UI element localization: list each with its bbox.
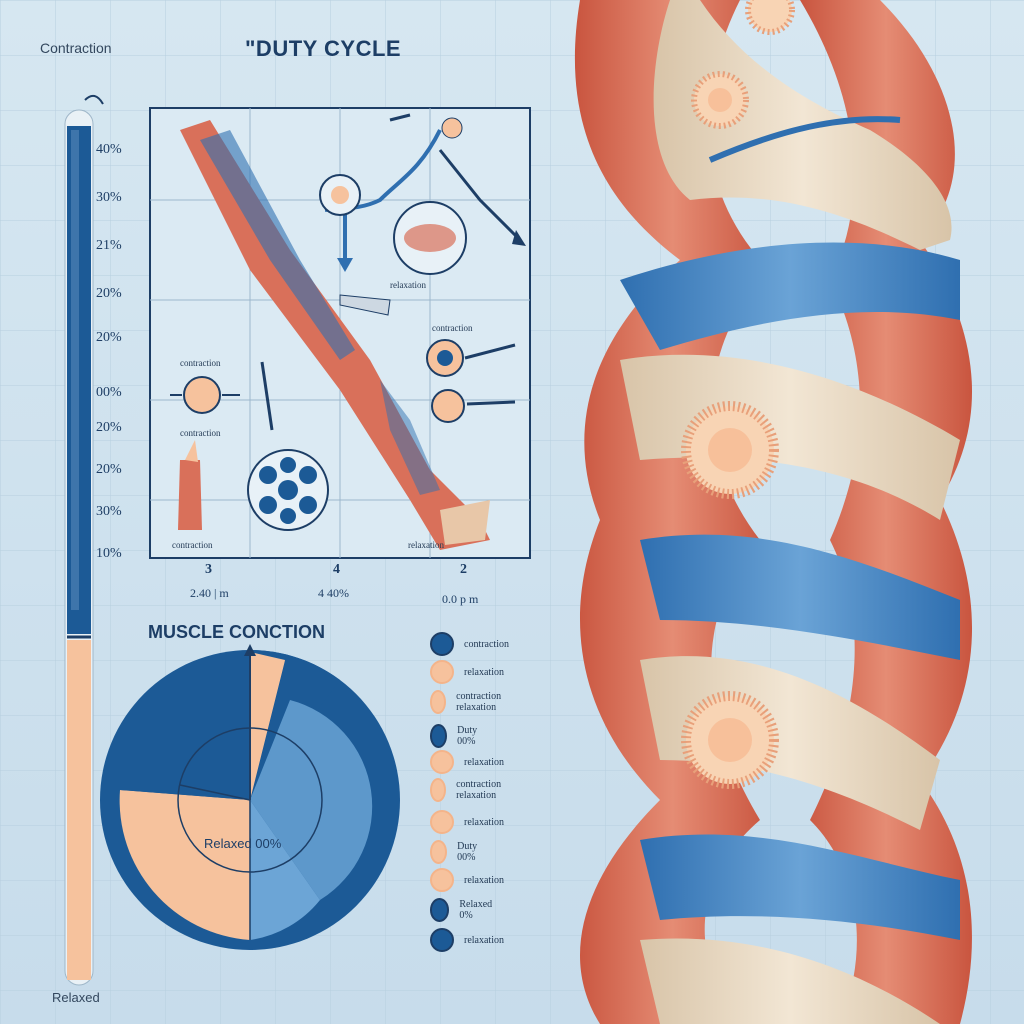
legend-label: Duty 00% (457, 841, 478, 863)
legend-item: Duty 00% (430, 724, 484, 748)
scale-tick: 10% (96, 546, 122, 561)
legend-item: contraction relaxation (430, 690, 509, 714)
muscle-fiber-node (691, 71, 749, 129)
muscle-fiber-node (745, 0, 795, 35)
x-axis-sublabel: 4 40% (318, 586, 349, 600)
legend-swatch (430, 868, 454, 892)
duty-scale-bar (64, 94, 104, 986)
legend-label: relaxation (464, 934, 504, 946)
legend-item: relaxation (430, 810, 504, 834)
scale-tick: 20% (96, 330, 122, 345)
relaxed-label: Relaxed (52, 990, 100, 1005)
legend-swatch (430, 898, 450, 922)
scale-tick: 20% (96, 286, 122, 301)
scale-tick: 20% (96, 462, 122, 477)
legend-label: contraction relaxation (456, 691, 502, 713)
section-title: MUSCLE CONCTION (148, 622, 325, 642)
legend-label: relaxation (464, 666, 504, 678)
scale-relaxed-fill (67, 640, 91, 980)
page-title: "DUTY CYCLE (245, 36, 402, 61)
legend-label: contraction (464, 638, 509, 650)
chart-label-contraction: contraction (180, 428, 221, 438)
duty-pie-chart (100, 644, 400, 950)
x-axis-number: 2 (460, 562, 467, 577)
legend-label: relaxation (464, 874, 504, 886)
pie-center-label: Relaxed 00% (204, 836, 282, 851)
legend-label: contraction relaxation (456, 779, 502, 801)
x-axis-number: 3 (205, 562, 212, 577)
legend-item: relaxation (430, 928, 504, 952)
legend-swatch (430, 840, 448, 864)
chart-label-relaxation: relaxation (408, 540, 444, 550)
braided-muscle-illustration (574, 0, 973, 1024)
legend-swatch (430, 632, 454, 656)
x-axis-sublabel: 0.0 p m (442, 592, 479, 606)
muscle-fiber-node (681, 691, 779, 789)
legend-item: contraction (430, 632, 509, 656)
legend-label: Relaxed 0% (459, 899, 493, 921)
legend-item: contraction relaxation (430, 778, 509, 802)
legend-item: Relaxed 0% (430, 898, 497, 922)
legend-swatch (430, 690, 447, 714)
legend-item: Duty 00% (430, 840, 484, 864)
muscle-fiber-node (681, 401, 779, 499)
arm-muscle-illustration (180, 120, 490, 550)
scale-tick: 30% (96, 504, 122, 519)
legend-item: relaxation (430, 868, 504, 892)
x-axis-number: 4 (333, 562, 340, 577)
legend-label: Duty 00% (457, 725, 478, 747)
contraction-label: Contraction (40, 40, 112, 56)
chart-label-contraction: contraction (432, 323, 473, 333)
legend-item: relaxation (430, 660, 504, 684)
scale-tick: 20% (96, 420, 122, 435)
legend-swatch (430, 810, 454, 834)
legend-swatch (430, 778, 447, 802)
legend-swatch (430, 928, 454, 952)
legend-label: relaxation (464, 816, 504, 828)
legend-item: relaxation (430, 750, 504, 774)
legend-swatch (430, 660, 454, 684)
scale-tick: 21% (96, 238, 122, 253)
scale-tick: 40% (96, 142, 122, 157)
scale-tick: 00% (96, 385, 122, 400)
duty-cycle-chart (149, 107, 531, 559)
legend-swatch (430, 750, 454, 774)
chart-label-contraction: contraction (172, 540, 213, 550)
legend-label: relaxation (464, 756, 504, 768)
chart-label-contraction: contraction (180, 358, 221, 368)
scale-tick: 30% (96, 190, 122, 205)
chart-label-relaxation: relaxation (390, 280, 426, 290)
legend-swatch (430, 724, 448, 748)
x-axis-sublabel: 2.40 | m (190, 586, 229, 600)
